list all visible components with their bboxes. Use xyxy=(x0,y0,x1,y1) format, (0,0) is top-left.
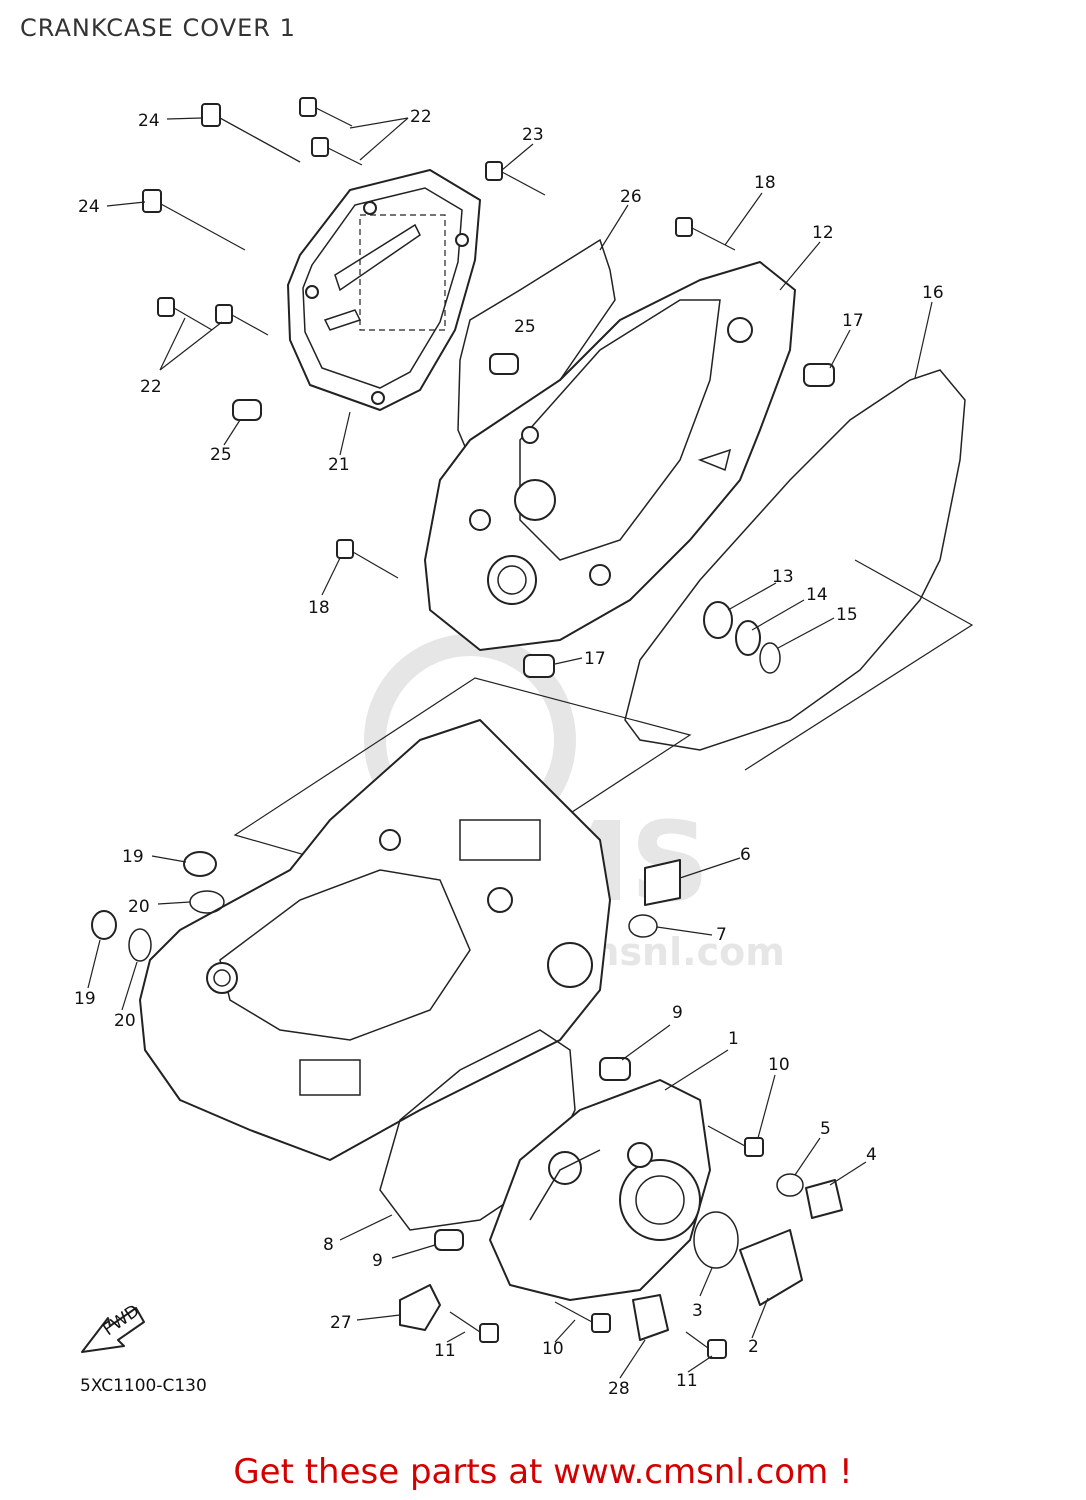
bolt-23 xyxy=(485,161,546,196)
dowel-pin-left xyxy=(232,399,262,421)
oil-seal-13 xyxy=(703,601,733,639)
o-ring-5 xyxy=(776,1173,804,1197)
callout-17: 17 xyxy=(584,649,606,669)
callout-18: 18 xyxy=(308,598,330,618)
callout-24: 24 xyxy=(138,111,160,131)
callout-6: 6 xyxy=(740,845,751,865)
page-title: CRANKCASE COVER 1 xyxy=(20,14,296,42)
collar-19-lower xyxy=(91,910,117,940)
callout-13: 13 xyxy=(772,567,794,587)
generator-cover xyxy=(489,1079,711,1301)
drain-bolt-6 xyxy=(644,859,681,906)
callout-4: 4 xyxy=(866,1145,877,1165)
o-ring-20-upper xyxy=(189,890,225,914)
callout-21: 21 xyxy=(328,455,350,475)
callout-11: 11 xyxy=(676,1371,698,1391)
plug-4 xyxy=(805,1179,843,1219)
callout-10: 10 xyxy=(542,1339,564,1359)
o-ring-7 xyxy=(628,914,658,938)
callout-15: 15 xyxy=(836,605,858,625)
callout-9: 9 xyxy=(372,1251,383,1271)
callout-7: 7 xyxy=(716,925,727,945)
callout-19: 19 xyxy=(74,989,96,1009)
callout-24: 24 xyxy=(78,197,100,217)
callout-16: 16 xyxy=(922,283,944,303)
crankcase-cover-right xyxy=(424,261,796,651)
generator-cover-gasket xyxy=(379,1029,576,1231)
dowel-17-lower xyxy=(523,654,555,678)
reference-frame-right xyxy=(744,559,974,771)
callout-8: 8 xyxy=(323,1235,334,1255)
callout-28: 28 xyxy=(608,1379,630,1399)
dowel-17-upper xyxy=(803,363,835,387)
footer-link-text[interactable]: Get these parts at www.cmsnl.com ! xyxy=(233,1452,853,1492)
callout-14: 14 xyxy=(806,585,828,605)
plug-2 xyxy=(739,1229,803,1306)
callout-23: 23 xyxy=(522,125,544,145)
callout-25: 25 xyxy=(514,317,536,337)
callout-11: 11 xyxy=(434,1341,456,1361)
short-bolts-22 xyxy=(157,97,363,336)
long-bolt-lower xyxy=(142,189,246,251)
crankcase-cover-gasket xyxy=(624,369,966,751)
bolt-18-upper xyxy=(675,217,736,251)
clamp-28 xyxy=(632,1294,669,1341)
callout-17: 17 xyxy=(842,311,864,331)
clutch-cover xyxy=(287,169,481,411)
callout-5: 5 xyxy=(820,1119,831,1139)
callout-12: 12 xyxy=(812,223,834,243)
fwd-arrow-icon: FWD xyxy=(81,1301,145,1353)
callout-26: 26 xyxy=(620,187,642,207)
dowel-9-upper xyxy=(599,1057,631,1081)
callout-20: 20 xyxy=(114,1011,136,1031)
callout-20: 20 xyxy=(128,897,150,917)
callout-1: 1 xyxy=(728,1029,739,1049)
diagram-code: 5XC1100-C130 xyxy=(80,1376,207,1396)
callout-10: 10 xyxy=(768,1055,790,1075)
clamp-27 xyxy=(399,1284,441,1331)
callout-27: 27 xyxy=(330,1313,352,1333)
bolt-18-lower xyxy=(336,539,399,579)
circlip-15 xyxy=(759,642,781,674)
callout-19: 19 xyxy=(122,847,144,867)
bolt-11-left xyxy=(449,1311,499,1343)
collar-19-upper xyxy=(183,851,217,877)
o-ring-3 xyxy=(693,1211,739,1269)
callout-numbers: 24 22 23 24 26 18 12 16 25 17 22 25 21 1… xyxy=(74,107,944,1399)
bolt-11-right xyxy=(685,1331,727,1359)
dowel-pin-upper xyxy=(489,353,519,375)
bolt-10-right xyxy=(707,1125,764,1157)
callout-22: 22 xyxy=(140,377,162,397)
crankcase xyxy=(139,719,611,1161)
o-ring-20-lower xyxy=(128,928,152,962)
callout-2: 2 xyxy=(748,1337,759,1357)
leader-lines xyxy=(87,117,933,1379)
bolt-10-lower xyxy=(554,1301,611,1333)
long-bolt-upper xyxy=(201,103,301,163)
callout-25: 25 xyxy=(210,445,232,465)
dowel-9-lower xyxy=(434,1229,464,1251)
callout-9: 9 xyxy=(672,1003,683,1023)
callout-22: 22 xyxy=(410,107,432,127)
callout-18: 18 xyxy=(754,173,776,193)
washer-14 xyxy=(735,620,761,656)
callout-3: 3 xyxy=(692,1301,703,1321)
